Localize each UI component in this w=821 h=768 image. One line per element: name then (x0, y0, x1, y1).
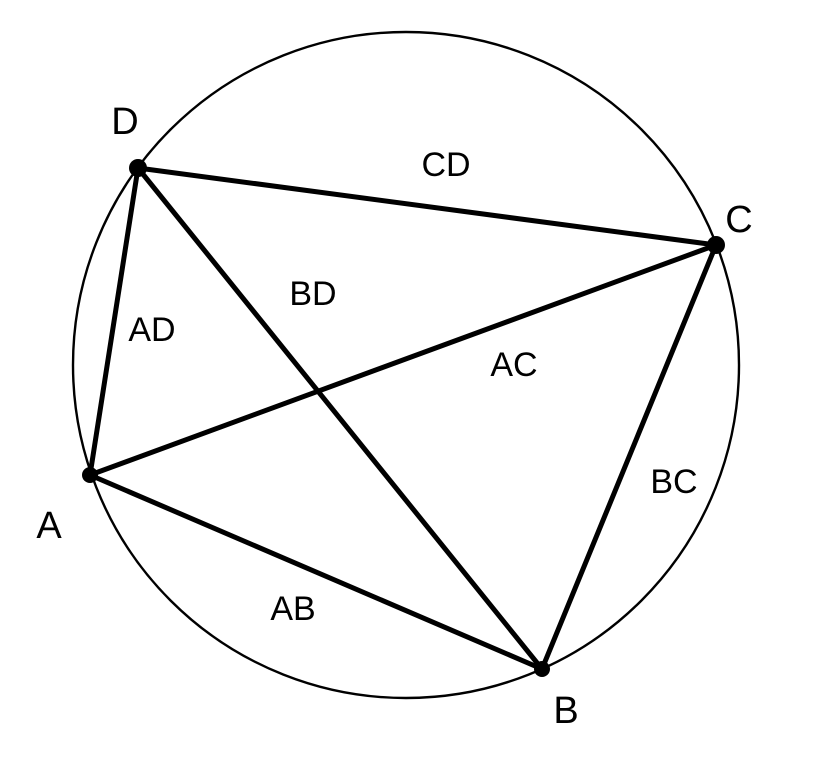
vertex-dot-B (534, 661, 550, 677)
vertex-dot-C (707, 236, 725, 254)
vertex-dot-A (82, 467, 98, 483)
vertex-label-B: B (553, 690, 578, 732)
chord-group (87, 165, 719, 672)
vertex-label-group: A B C D (36, 101, 752, 732)
circumcircle (71, 30, 741, 700)
vertex-label-C: C (725, 199, 752, 241)
vertex-label-A: A (36, 505, 62, 547)
vertex-label-D: D (111, 101, 138, 143)
edge-label-BC: BC (650, 463, 697, 501)
edge-AB (87, 472, 545, 672)
edge-label-BD: BD (289, 275, 336, 313)
vertex-dot-D (129, 159, 147, 177)
edge-CD (135, 165, 719, 248)
edge-label-AB: AB (270, 590, 315, 628)
edge-label-AC: AC (490, 346, 537, 384)
edge-AD (87, 165, 141, 478)
edge-label-CD: CD (421, 146, 470, 184)
edge-label-group: AB BC CD AD AC BD (128, 146, 697, 628)
diagonal-BD (135, 165, 545, 672)
edge-BC (539, 242, 719, 672)
vertex-dot-group (82, 159, 725, 677)
diagonal-AC (87, 242, 719, 478)
edge-label-AD: AD (128, 311, 175, 349)
